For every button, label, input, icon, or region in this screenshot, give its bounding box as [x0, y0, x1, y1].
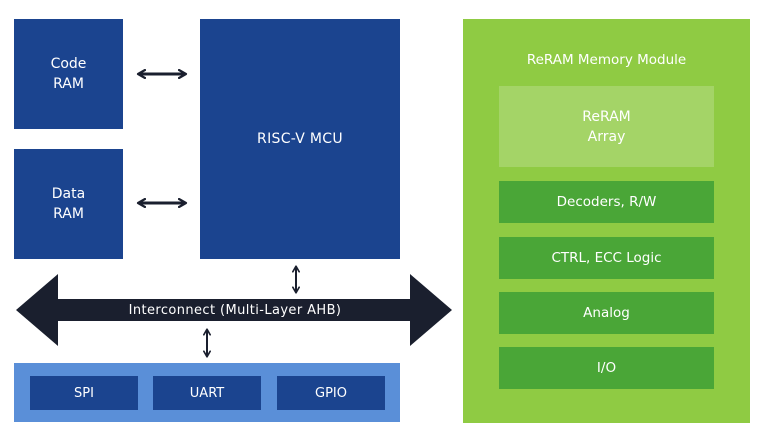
uart-label: UART [189, 385, 225, 401]
reram-module-title: ReRAM Memory Module [526, 52, 687, 68]
reram-array-label: ReRAM Array [582, 108, 631, 145]
risc-v-mcu-label: RISC-V MCU [257, 131, 343, 147]
gpio-label: GPIO [315, 385, 347, 401]
io-label: I/O [596, 360, 617, 376]
spi-block: SPI [30, 376, 138, 410]
spi-label: SPI [74, 385, 94, 401]
risc-v-mcu-block: RISC-V MCU [200, 19, 400, 259]
code-ram-block: Code RAM [14, 19, 123, 129]
io-block: I/O [499, 347, 714, 389]
decoders-block: Decoders, R/W [499, 181, 714, 223]
gpio-block: GPIO [277, 376, 385, 410]
interconnect-label: Interconnect (Multi-Layer AHB) [128, 302, 342, 318]
uart-block: UART [153, 376, 261, 410]
analog-label: Analog [583, 305, 630, 321]
code-ram-label: Code RAM [50, 56, 87, 92]
data-ram-label: Data RAM [51, 186, 86, 222]
ctrl-ecc-label: CTRL, ECC Logic [551, 250, 662, 266]
reram-array-block: ReRAM Array [499, 86, 714, 167]
decoders-label: Decoders, R/W [556, 194, 657, 210]
data-ram-block: Data RAM [14, 149, 123, 259]
analog-block: Analog [499, 292, 714, 334]
ctrl-ecc-block: CTRL, ECC Logic [499, 237, 714, 279]
interconnect-bus-arrow [16, 274, 452, 346]
